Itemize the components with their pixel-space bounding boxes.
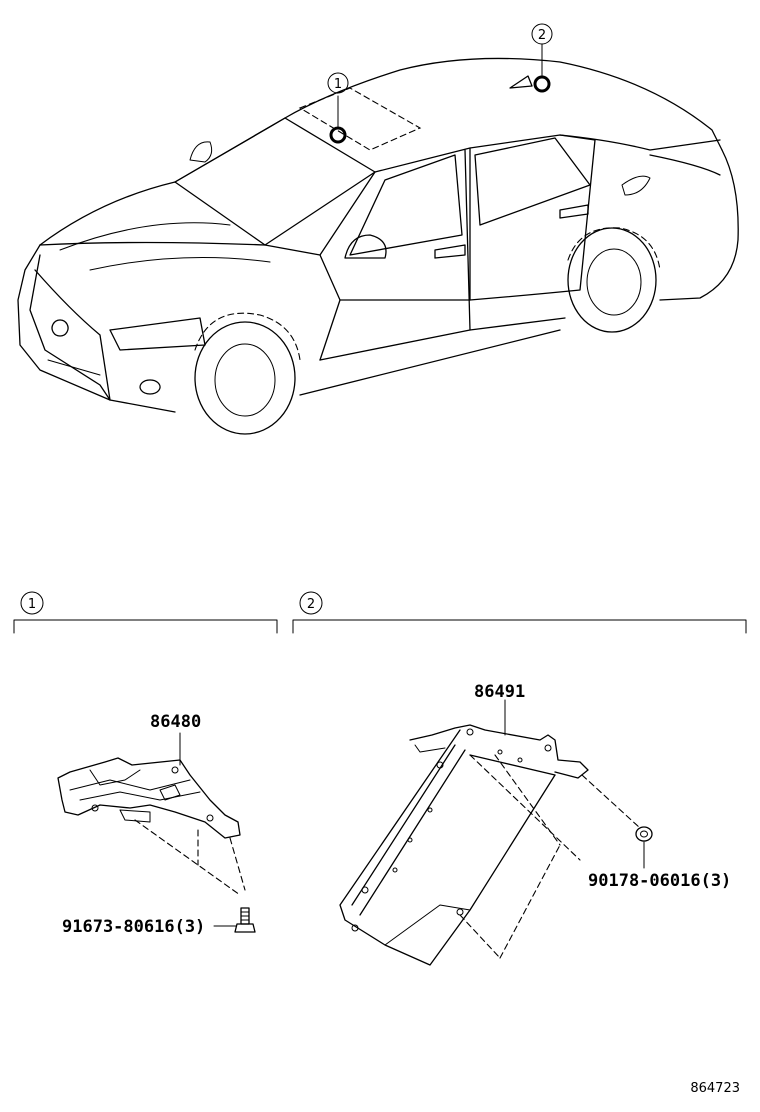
part-number-nut: 90178-06016(3) [588,871,731,891]
part-86480-bracket [57,732,246,896]
part-number-bolt: 91673-80616(3) [62,917,205,937]
part-number-86480: 86480 [150,712,201,732]
part-number-86491: 86491 [474,682,525,702]
section-2-number: 2 [307,597,315,612]
diagram-reference-number: 864723 [690,1081,740,1096]
callout-2: 2 [531,23,553,45]
location-marker-2 [533,43,551,93]
front-wheel [194,312,301,435]
location-marker-1 [329,95,347,144]
section-1-header: 1 [13,591,278,634]
callout-1-text: 1 [334,77,342,92]
vehicle-illustration [17,57,739,435]
callout-2-text: 2 [538,28,546,43]
callout-1: 1 [327,72,349,94]
rear-wheel [567,227,661,333]
section-1-number: 1 [28,597,36,612]
nut-icon [635,826,653,842]
bolt-icon [234,907,256,933]
part-86491-module [339,699,641,966]
section-2-header: 2 [292,591,747,634]
